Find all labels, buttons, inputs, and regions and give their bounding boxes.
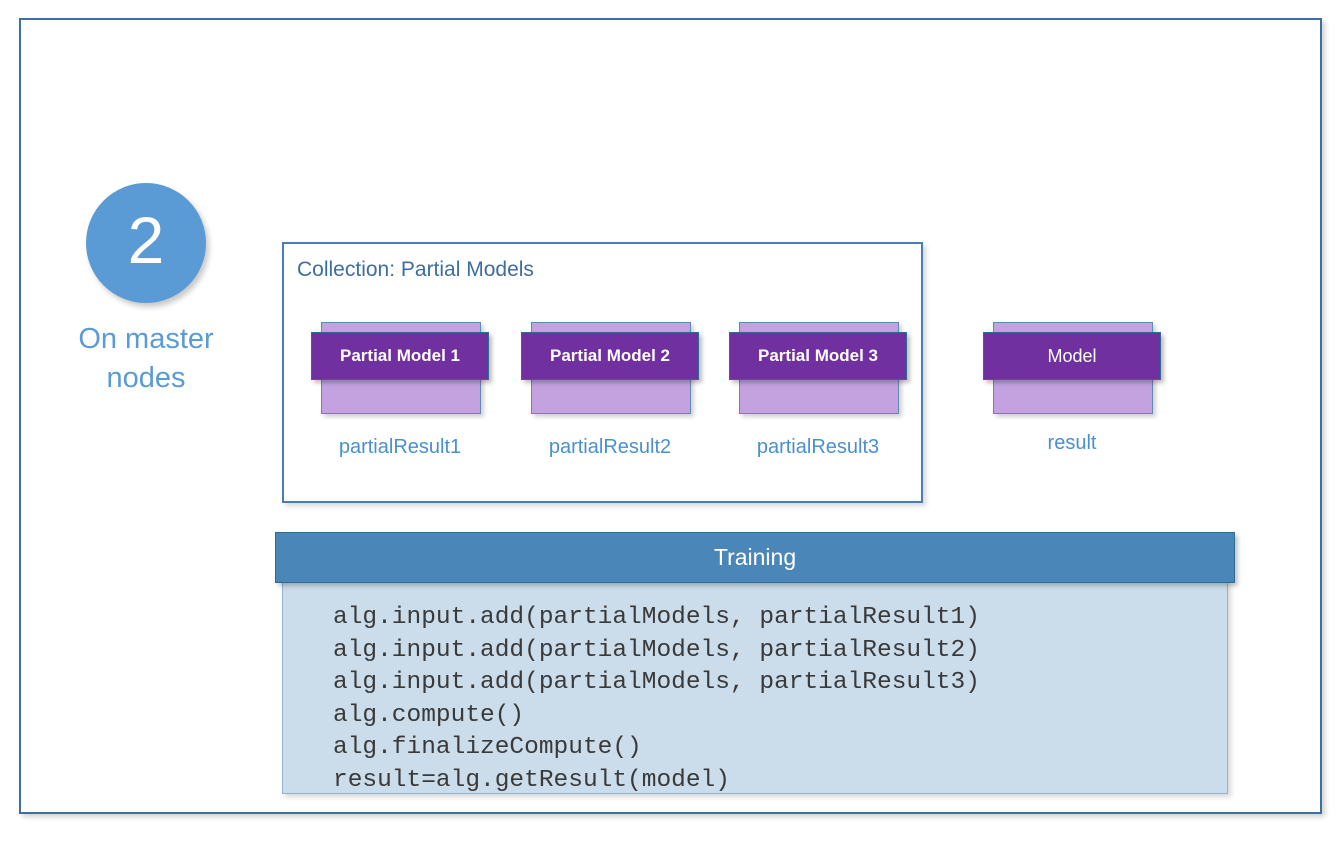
partial-model-1-label: Partial Model 1 (340, 346, 460, 365)
collection-title-label: Collection: Partial Models (297, 258, 534, 281)
partial-model-3-band: Partial Model 3 (729, 332, 907, 380)
model-label: Model (1047, 345, 1097, 366)
partial-model-1-shape: Partial Model 1 (311, 322, 489, 414)
partial-model-2-band: Partial Model 2 (521, 332, 699, 380)
step-caption-label: On master nodes (78, 323, 214, 394)
result-caption: result (1047, 432, 1097, 454)
training-panel: alg.input.add(partialModels, partialResu… (275, 532, 1235, 794)
step-number-badge: 2 (86, 183, 206, 303)
partial-result-3-caption: partialResult3 (756, 436, 880, 458)
partial-model-1-band: Partial Model 1 (311, 332, 489, 380)
partial-result-1-caption: partialResult1 (338, 436, 462, 458)
partial-result-2-caption: partialResult2 (548, 436, 672, 458)
partial-model-2-label: Partial Model 2 (550, 346, 670, 365)
training-code-lines: alg.input.add(partialModels, partialResu… (333, 602, 980, 797)
slide-canvas: 2 On master nodes Collection: Partial Mo… (19, 18, 1322, 814)
model-band: Model (983, 332, 1161, 380)
model-shape: Model (983, 322, 1161, 414)
partial-model-2-shape: Partial Model 2 (521, 322, 699, 414)
code-line: alg.compute() (333, 701, 525, 729)
step-number-label: 2 (127, 203, 165, 277)
code-line: alg.input.add(partialModels, partialResu… (333, 604, 980, 631)
code-line: alg.input.add(partialModels, partialResu… (333, 669, 980, 696)
partial-model-3-shape: Partial Model 3 (729, 322, 907, 414)
code-line: result=alg.getResult(model) (333, 766, 730, 794)
training-header-bar: Training (275, 532, 1235, 583)
partial-model-3-label: Partial Model 3 (758, 346, 878, 365)
training-title-label: Training (713, 544, 797, 570)
code-line: alg.finalizeCompute() (333, 734, 642, 761)
code-line: alg.input.add(partialModels, partialResu… (333, 636, 980, 664)
